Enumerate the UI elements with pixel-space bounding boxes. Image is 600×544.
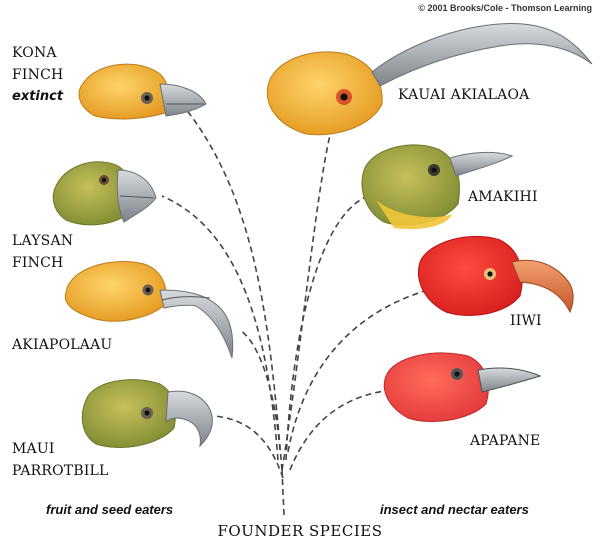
kauai-akialaoa-head: [267, 24, 592, 135]
label-kona-finch-extinct: extinct: [12, 86, 63, 108]
branch-apapane: [290, 390, 392, 470]
apapane-head: [384, 353, 540, 422]
label-amakihi: AMAKIHI: [468, 186, 538, 208]
kona-finch-head: [79, 64, 206, 119]
branch-maui-parrotbill: [215, 416, 283, 478]
label-kauai-akialaoa: KAUAI AKIALAOA: [398, 84, 529, 106]
label-apapane: APAPANE: [470, 430, 540, 452]
group-label-right: insect and nectar eaters: [380, 502, 529, 517]
label-kona-finch: KONA FINCH: [12, 42, 63, 86]
label-akiapolaau: AKIAPOLAAU: [12, 334, 112, 356]
label-laysan-finch: LAYSAN FINCH: [12, 230, 73, 274]
label-iiwi: IIWI: [510, 310, 542, 332]
root-label: FOUNDER SPECIES: [0, 522, 600, 540]
group-label-left: fruit and seed eaters: [46, 502, 173, 517]
iiwi-head: [418, 236, 573, 315]
copyright-notice: © 2001 Brooks/Cole - Thomson Learning: [418, 3, 592, 13]
label-maui-parrotbill: MAUI PARROTBILL: [12, 438, 109, 482]
laysan-finch-head: [53, 162, 156, 225]
